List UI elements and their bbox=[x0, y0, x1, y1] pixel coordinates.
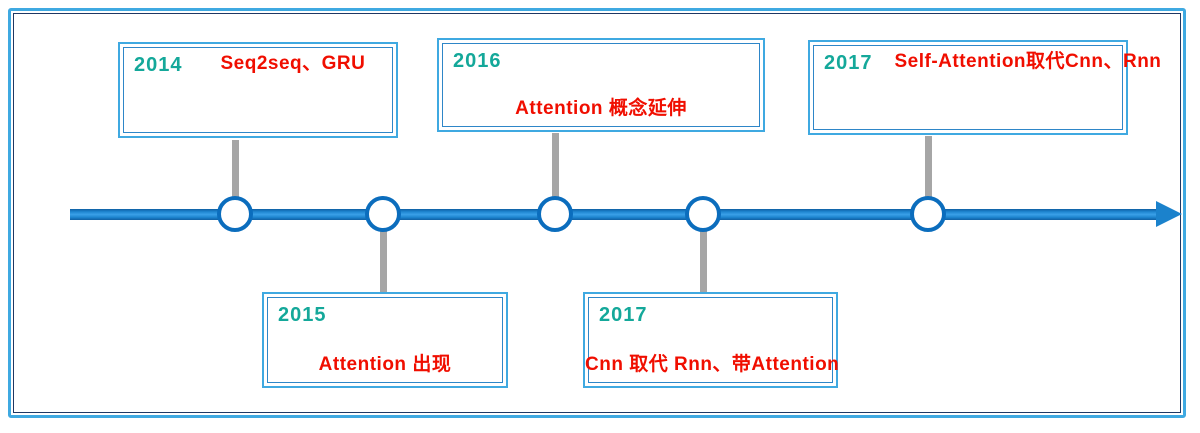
timeline-node-2017-cnn bbox=[685, 196, 721, 232]
event-year: 2017 bbox=[824, 52, 873, 74]
event-label: Self-Attention取代Cnn、Rnn bbox=[894, 51, 1162, 72]
event-box-2016: 2016 Attention 概念延伸 bbox=[437, 38, 765, 132]
timeline-node-2014 bbox=[217, 196, 253, 232]
connector-2014 bbox=[232, 140, 239, 198]
connector-2016 bbox=[552, 133, 559, 198]
event-label: Seq2seq、GRU bbox=[220, 53, 366, 74]
event-year: 2016 bbox=[453, 50, 502, 72]
event-box-2017-cnn: 2017 Cnn 取代 Rnn、带Attention bbox=[583, 292, 840, 388]
event-year: 2015 bbox=[278, 304, 327, 326]
timeline-axis bbox=[70, 209, 1162, 220]
event-year: 2014 bbox=[134, 54, 183, 76]
event-box-2015: 2015 Attention 出现 bbox=[262, 292, 508, 388]
event-label: Attention 出现 bbox=[318, 354, 452, 376]
connector-2017-cnn bbox=[700, 230, 707, 292]
timeline-arrowhead-icon bbox=[1156, 201, 1182, 227]
timeline-node-2015 bbox=[365, 196, 401, 232]
event-year: 2017 bbox=[599, 304, 648, 326]
outer-frame bbox=[8, 8, 1186, 418]
event-box-2014: 2014 Seq2seq、GRU bbox=[118, 42, 398, 138]
timeline-node-2017-selfattention bbox=[910, 196, 946, 232]
event-label: Cnn 取代 Rnn、带Attention bbox=[585, 354, 840, 376]
connector-2017-selfattention bbox=[925, 136, 932, 198]
connector-2015 bbox=[380, 230, 387, 292]
event-label: Attention 概念延伸 bbox=[515, 98, 687, 120]
event-box-2017-selfattention: 2017 Self-Attention取代Cnn、Rnn bbox=[808, 40, 1161, 135]
timeline-node-2016 bbox=[537, 196, 573, 232]
